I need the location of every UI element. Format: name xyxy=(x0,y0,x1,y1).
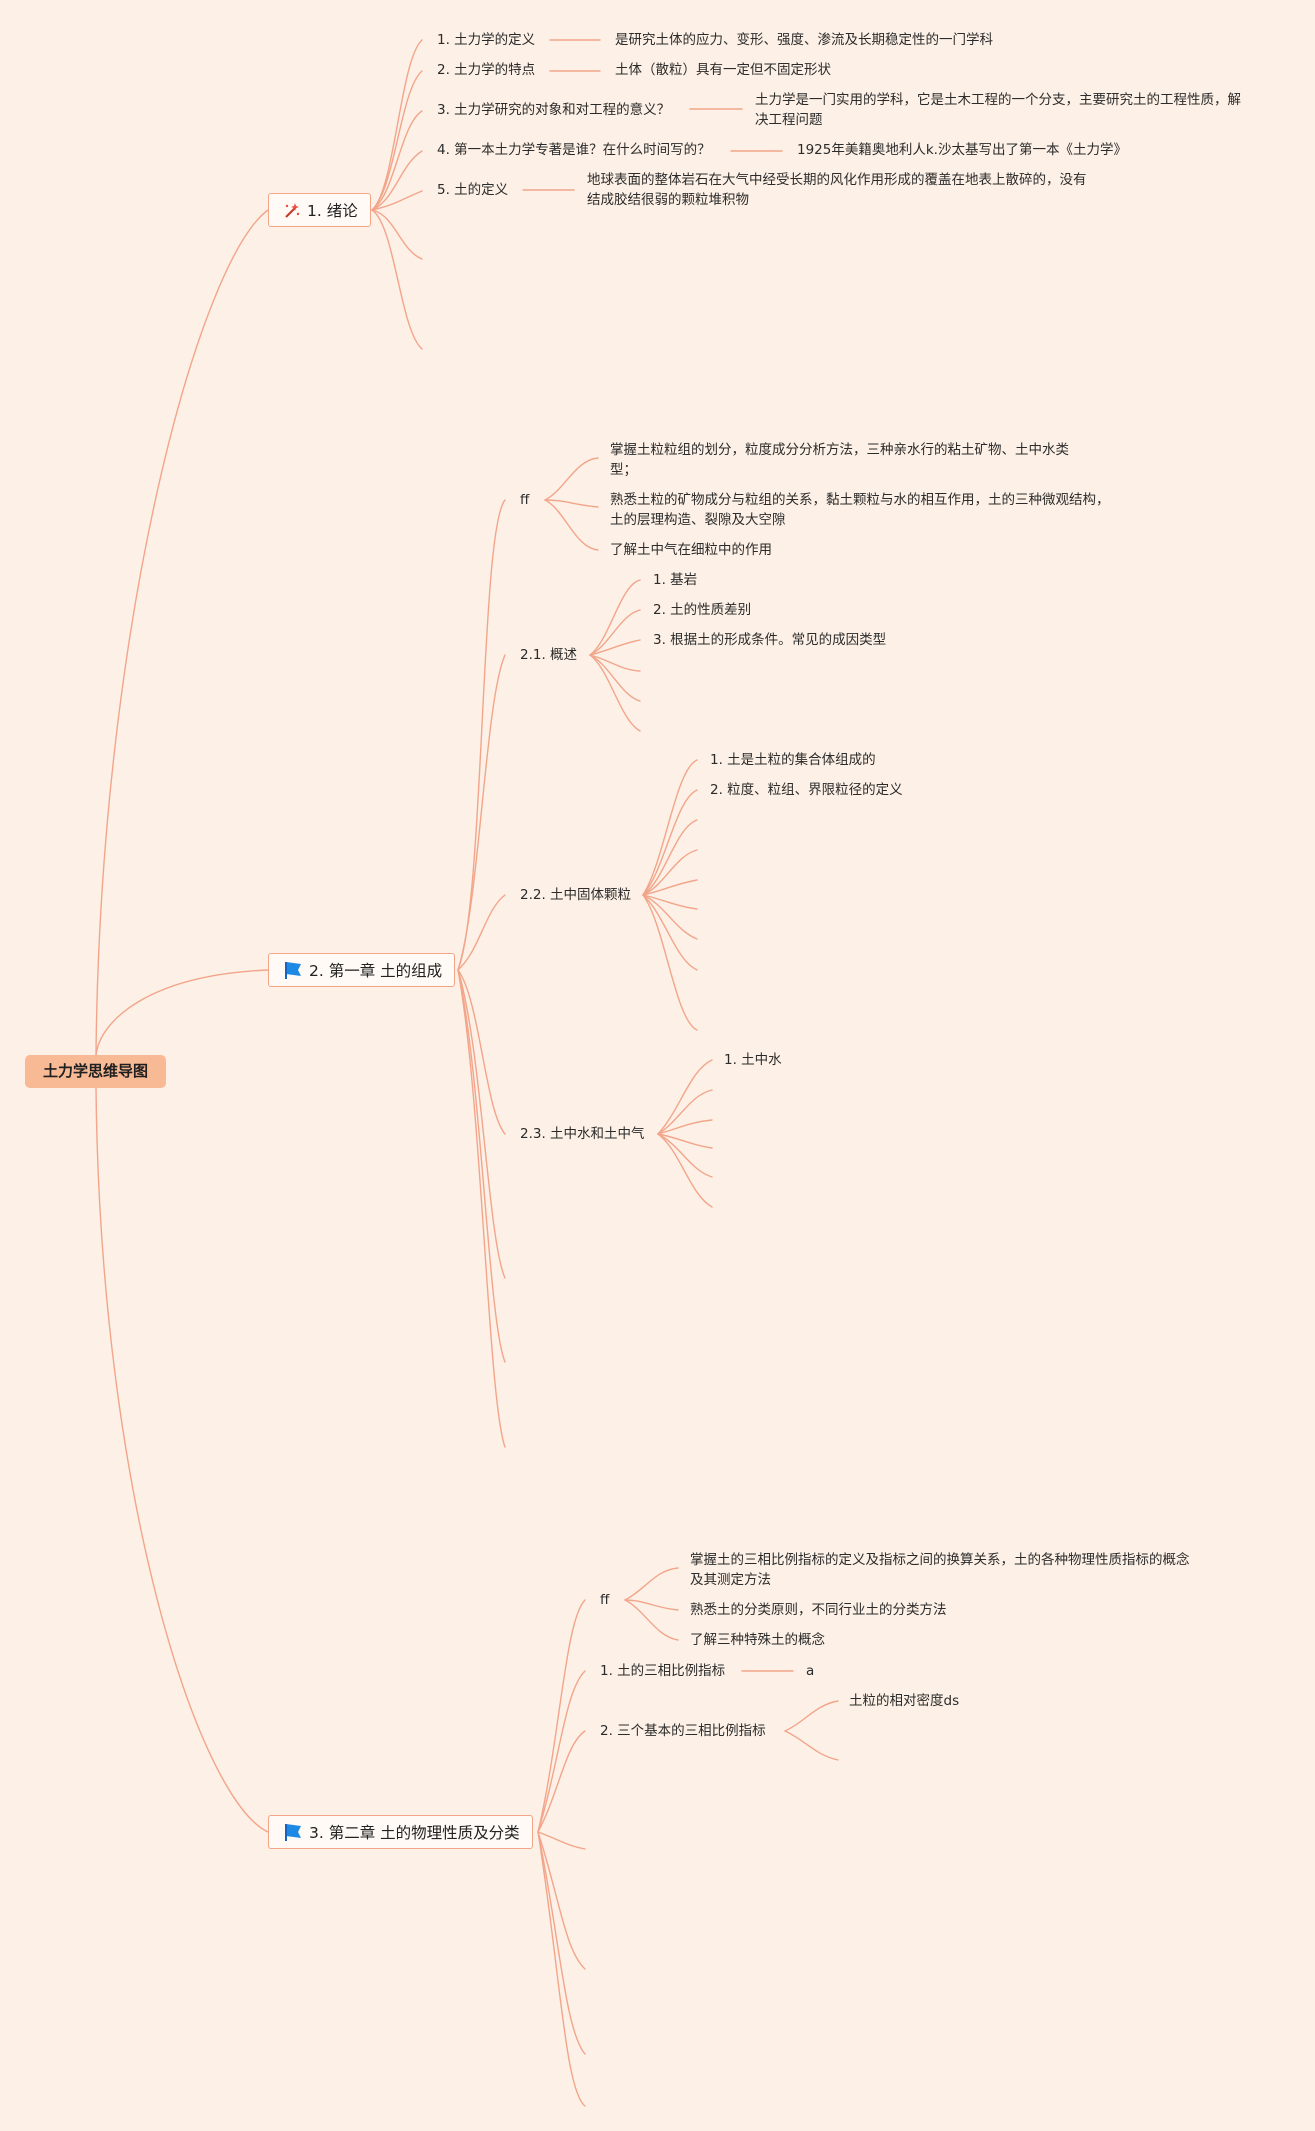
section-item[interactable]: a xyxy=(806,1663,815,1679)
objective-item[interactable]: 熟悉土的分类原则，不同行业土的分类方法 xyxy=(690,1602,947,1618)
flag-icon xyxy=(285,1824,301,1841)
objective-item[interactable]: 掌握土的三相比例指标的定义及指标之间的换算关系，土的各种物理性质指标的概念及其测… xyxy=(690,1552,1190,1588)
item-label[interactable]: 5. 土的定义 xyxy=(437,182,509,198)
section-item[interactable]: 1. 土是土粒的集合体组成的 xyxy=(710,752,876,768)
item-label[interactable]: 3. 土力学研究的对象和对工程的意义？ xyxy=(437,102,671,118)
topic-label: 3. 第二章 土的物理性质及分类 xyxy=(309,1824,520,1842)
topic-chapter1[interactable]: 2. 第一章 土的组成 xyxy=(268,953,456,987)
section-item[interactable]: 2. 土的性质差别 xyxy=(653,602,752,618)
item-label[interactable]: 2. 土力学的特点 xyxy=(437,62,536,78)
section-node[interactable]: 1. 土的三相比例指标 xyxy=(600,1663,726,1679)
section-item[interactable]: 1. 土中水 xyxy=(724,1052,782,1068)
section-node[interactable]: 2.1. 概述 xyxy=(520,647,578,663)
section-item[interactable]: 土粒的相对密度ds xyxy=(849,1693,960,1709)
section-item[interactable]: 2. 粒度、粒组、界限粒径的定义 xyxy=(710,782,903,798)
magic-wand-icon xyxy=(285,203,300,218)
objectives-node[interactable]: ff xyxy=(600,1592,610,1608)
item-value[interactable]: 1925年美籍奥地利人k.沙太基写出了第一本《土力学》 xyxy=(797,142,1127,158)
item-value[interactable]: 地球表面的整体岩石在大气中经受长期的风化作用形成的覆盖在地表上散碎的，没有结成胶… xyxy=(587,172,1087,208)
topic-label: 2. 第一章 土的组成 xyxy=(309,962,443,980)
objective-item[interactable]: 熟悉土粒的矿物成分与粒组的关系，黏土颗粒与水的相互作用，土的三种微观结构，土的层… xyxy=(610,492,1110,528)
objectives-node[interactable]: ff xyxy=(520,492,530,508)
topic-introduction[interactable]: 1. 绪论 xyxy=(268,193,371,227)
item-value[interactable]: 土力学是一门实用的学科，它是土木工程的一个分支，主要研究土的工程性质，解决工程问… xyxy=(755,92,1241,128)
section-node[interactable]: 2. 三个基本的三相比例指标 xyxy=(600,1723,766,1739)
flag-icon xyxy=(285,962,301,979)
section-item[interactable]: 1. 基岩 xyxy=(653,572,698,588)
item-label[interactable]: 1. 土力学的定义 xyxy=(437,32,536,48)
section-item[interactable]: 3. 根据土的形成条件。常见的成因类型 xyxy=(653,632,887,648)
objective-item[interactable]: 掌握土粒粒组的划分，粒度成分分析方法，三种亲水行的粘土矿物、土中水类型； xyxy=(610,442,1069,478)
item-value[interactable]: 土体（散粒）具有一定但不固定形状 xyxy=(615,62,831,78)
root-node[interactable]: 土力学思维导图 xyxy=(25,1055,166,1088)
topic-chapter2[interactable]: 3. 第二章 土的物理性质及分类 xyxy=(268,1815,533,1849)
objective-item[interactable]: 了解三种特殊土的概念 xyxy=(690,1632,825,1648)
section-node[interactable]: 2.3. 土中水和土中气 xyxy=(520,1126,645,1142)
objective-item[interactable]: 了解土中气在细粒中的作用 xyxy=(610,542,772,558)
section-node[interactable]: 2.2. 土中固体颗粒 xyxy=(520,887,632,903)
topic-label: 1. 绪论 xyxy=(307,202,358,220)
item-value[interactable]: 是研究土体的应力、变形、强度、渗流及长期稳定性的一门学科 xyxy=(615,32,993,48)
item-label[interactable]: 4. 第一本土力学专著是谁？在什么时间写的？ xyxy=(437,142,711,158)
